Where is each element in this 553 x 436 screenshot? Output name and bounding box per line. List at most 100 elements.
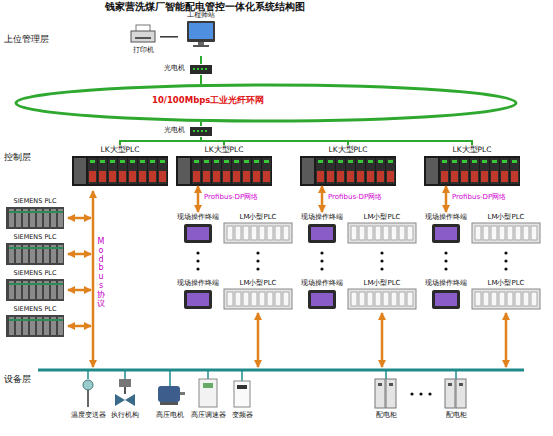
plc-rack (300, 156, 396, 186)
small-plc-node: LM小型PLC (224, 278, 292, 310)
drop-line (385, 371, 387, 379)
small-plc-rack (472, 223, 540, 243)
dot (196, 267, 199, 270)
operator-terminal (184, 224, 212, 243)
node-text: LK大型PLC (176, 146, 272, 155)
terminal-node: 现场操作终端 (175, 212, 221, 244)
motor-shaft (180, 392, 185, 395)
inverter-display (237, 385, 247, 389)
dot (196, 251, 199, 254)
dot (428, 392, 431, 395)
fiber-switch (190, 65, 212, 74)
ellipsis-dots (410, 392, 431, 395)
dot (256, 267, 259, 270)
motor-icon (158, 386, 185, 405)
node-text: SIEMENS PLC (4, 198, 66, 205)
node-text: LM小型PLC (348, 213, 416, 221)
connector (160, 36, 178, 38)
layer-label: 控制层 (4, 152, 31, 163)
drop-line (124, 371, 126, 379)
terminal-node: 现场操作终端 (423, 278, 469, 310)
node-text: 光电机 (164, 126, 214, 134)
vertical-label: Modbus协议 (97, 238, 105, 308)
drop-line (241, 371, 243, 381)
node-text: 执行机构 (105, 411, 145, 419)
operator-terminal (308, 290, 336, 309)
node-text: 配电柜 (436, 411, 476, 419)
modbus-arrow (68, 289, 91, 292)
node-text: 现场操作终端 (175, 279, 221, 287)
small-plc-node: LM小型PLC (348, 212, 416, 244)
large-plc-node: LK大型PLC (300, 145, 396, 186)
inverter-body (234, 381, 250, 407)
monitor-frame (187, 21, 215, 42)
drop-line (169, 371, 171, 386)
controller-display (203, 383, 213, 388)
monitor-stand (198, 42, 204, 45)
valve-half (125, 394, 135, 406)
node-text: 现场操作终端 (423, 279, 469, 287)
actuator-head (119, 379, 131, 387)
printer-slot (135, 37, 151, 39)
bus-arrow (505, 313, 508, 367)
small-plc-node: LM小型PLC (224, 212, 292, 244)
siemens-plc-node: SIEMENS PLC (4, 270, 66, 302)
temperature-transmitter-icon (83, 380, 93, 407)
edge-label: Profibus-DP网络 (328, 193, 382, 201)
device-node: 执行机构 (105, 377, 145, 422)
siemens-plc-node: SIEMENS PLC (4, 306, 66, 338)
dot (320, 267, 323, 270)
node-text: LM小型PLC (472, 213, 540, 221)
device-node: 配电柜 (366, 377, 406, 422)
node-text: 高压电机 (150, 411, 190, 419)
actuator-stem (124, 387, 126, 394)
dot (256, 259, 259, 262)
layer-label: 上位管理层 (4, 34, 49, 45)
valve-half (115, 394, 125, 406)
bus-arrow (381, 313, 384, 367)
node-text: LK大型PLC (72, 146, 168, 155)
connector (120, 137, 201, 145)
device-node: 配电柜 (436, 377, 476, 422)
siemens-rack (6, 207, 64, 229)
inverter-icon (234, 381, 250, 407)
terminal-node: 现场操作终端 (299, 278, 345, 310)
layer-label: 设备层 (4, 374, 31, 385)
printer-body (131, 31, 155, 42)
computer-icon (187, 21, 215, 47)
connector (197, 186, 200, 212)
dot (320, 251, 323, 254)
ellipsis-dots (196, 251, 507, 270)
sensor-head (83, 380, 93, 390)
plc-rack (176, 156, 272, 186)
monitor-base (193, 45, 209, 47)
node-text: 高压调速器 (188, 411, 228, 419)
speed-controller-icon (199, 379, 217, 407)
switch-cabinet (445, 379, 466, 408)
node-text: 10/100Mbps工业光纤环网 (152, 96, 518, 106)
bus-drops (88, 371, 456, 386)
connector (445, 186, 448, 212)
plc-rack (72, 156, 168, 186)
node-text: 现场操作终端 (175, 213, 221, 221)
operator-terminal (308, 224, 336, 243)
ring-node: 10/100Mbps工业光纤环网 (14, 84, 518, 122)
terminal-node: 现场操作终端 (423, 212, 469, 244)
device-node: 温度变送器 (68, 377, 108, 422)
fiber-switch (190, 127, 212, 136)
node-text: LK大型PLC (300, 146, 396, 155)
drop-line (207, 371, 209, 379)
fiber-ring (16, 85, 516, 121)
dot (444, 259, 447, 262)
dot (444, 251, 447, 254)
siemens-rack (6, 315, 64, 337)
small-plc-rack (472, 289, 540, 309)
node-text: 光电机 (164, 64, 214, 72)
large-plc-node: LK大型PLC (424, 145, 520, 186)
drop-line (455, 371, 457, 379)
switch-node: 光电机 (164, 126, 214, 137)
siemens-rack (6, 243, 64, 265)
node-text: 打印机 (126, 46, 160, 54)
connector (200, 122, 202, 126)
plc-rack (424, 156, 520, 186)
